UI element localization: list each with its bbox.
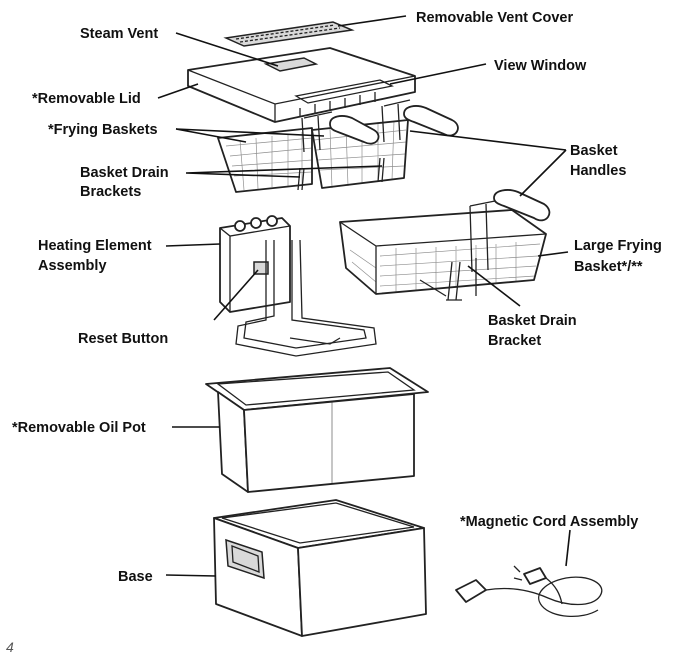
leader-vent-cover [337,15,407,27]
label-basket-drain-bracket-line2: Bracket [488,333,541,349]
leader-lines [157,15,571,577]
label-steam-vent: Steam Vent [80,26,158,42]
leader-heating-element [165,243,221,247]
leader-base [165,574,217,577]
label-basket-handles-line2: Handles [570,163,626,179]
label-magnetic-cord-assembly: *Magnetic Cord Assembly [460,514,638,530]
base-illustration [213,499,427,637]
large-basket-illustration [339,189,551,301]
label-removable-lid: *Removable Lid [32,91,141,107]
leader-magnetic-cord [565,529,571,567]
vent-cover-illustration [223,21,355,47]
frying-baskets-illustration [217,99,459,193]
label-frying-baskets: *Frying Baskets [48,122,158,138]
leader-reset-button [213,269,259,321]
label-heating-element-line2: Assembly [38,258,107,274]
heating-element-illustration [219,215,377,357]
leader-large-basket [537,251,569,257]
label-large-frying-basket-line2: Basket*/** [574,259,643,275]
magnetic-cord-illustration [455,565,603,618]
label-basket-handles-line1: Basket [570,143,618,159]
oil-pot-illustration [205,367,429,493]
leader-steam-vent [175,32,279,67]
label-removable-oil-pot: *Removable Oil Pot [12,420,146,436]
label-base: Base [118,569,153,585]
lid-illustration [187,47,416,123]
leader-lid [157,83,199,99]
leader-drain-brackets [185,165,383,178]
label-view-window: View Window [494,58,587,74]
label-heating-element-line1: Heating Element [38,238,152,254]
label-reset-button: Reset Button [78,331,168,347]
label-removable-vent-cover: Removable Vent Cover [416,10,573,26]
leader-drain-bracket [467,265,521,307]
label-basket-drain-brackets-line2: Brackets [80,184,141,200]
leader-frying-baskets [175,128,325,143]
label-large-frying-basket-line1: Large Frying [574,238,662,254]
leader-view-window [389,63,487,85]
label-basket-drain-brackets-line1: Basket Drain [80,165,169,181]
label-basket-drain-bracket-line1: Basket Drain [488,313,577,329]
leader-basket-handles [409,130,567,197]
labels: Removable Vent Cover Steam Vent View Win… [6,10,662,655]
page-number: 4 [6,639,14,655]
